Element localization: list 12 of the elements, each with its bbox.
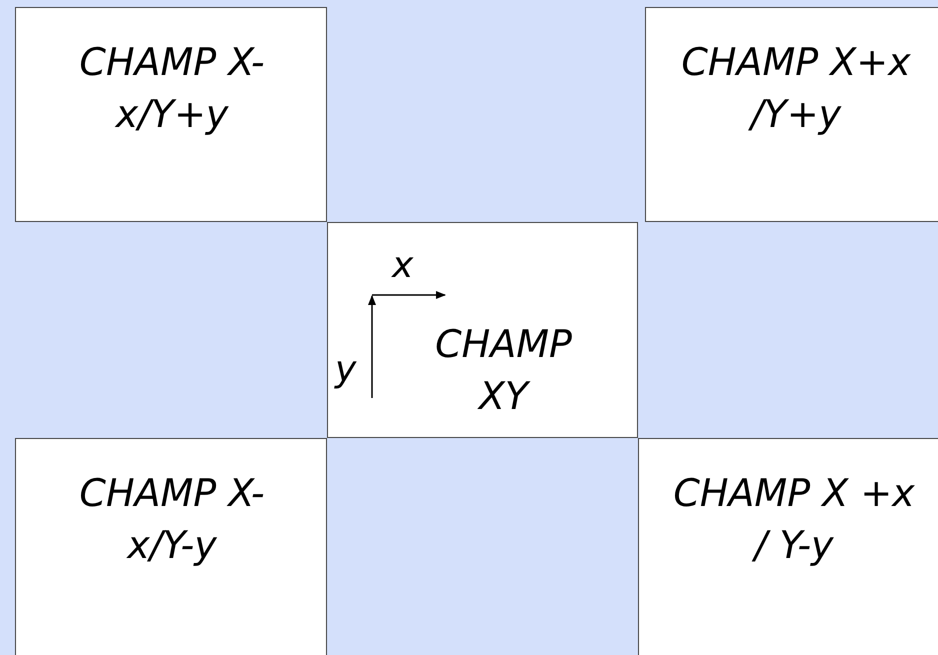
text-box bbox=[638, 438, 938, 655]
box-title: CHAMP X-x/Y+y bbox=[78, 39, 266, 138]
box-title: CHAMP X +x / Y-y bbox=[672, 470, 916, 569]
axis-label: y bbox=[335, 350, 356, 390]
box-title: CHAMP X-x/Y-y bbox=[78, 470, 266, 569]
text-box bbox=[645, 7, 938, 222]
text-box bbox=[327, 222, 638, 438]
box-title: CHAMP XY bbox=[434, 321, 573, 420]
text-box bbox=[15, 438, 327, 655]
text-box bbox=[15, 7, 327, 222]
box-title: CHAMP X+x /Y+y bbox=[681, 39, 911, 138]
axis-label: x bbox=[392, 246, 414, 286]
